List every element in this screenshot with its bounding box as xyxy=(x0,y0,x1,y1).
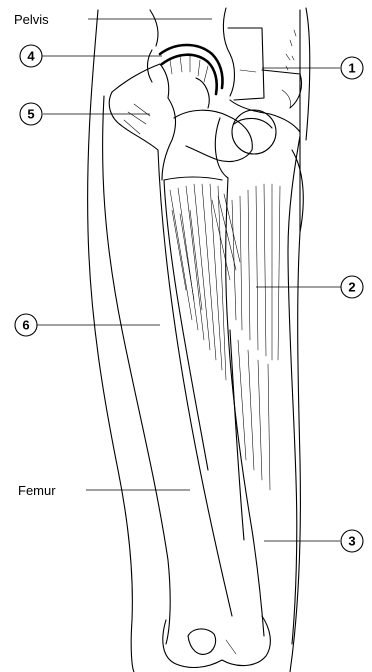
callout-1: 1 xyxy=(341,57,363,79)
thigh-outline xyxy=(88,8,310,672)
svg-text:4: 4 xyxy=(27,49,35,64)
femur-label: Femur xyxy=(18,483,56,498)
callout-5: 5 xyxy=(20,103,42,125)
hip-joint-capsule xyxy=(148,45,223,108)
femur-proximal xyxy=(109,64,276,180)
adductor-muscle xyxy=(164,177,240,470)
medial-thigh-muscle xyxy=(215,118,300,644)
pelvis-label: Pelvis xyxy=(14,12,49,27)
callout-2: 2 xyxy=(341,276,363,298)
svg-text:5: 5 xyxy=(27,107,34,122)
svg-text:2: 2 xyxy=(348,280,355,295)
callout-4: 4 xyxy=(20,45,42,67)
svg-text:1: 1 xyxy=(348,61,355,76)
callout-3: 3 xyxy=(341,530,363,552)
femur-condyles xyxy=(163,616,271,667)
svg-text:6: 6 xyxy=(22,318,29,333)
svg-text:3: 3 xyxy=(348,534,355,549)
callout-6: 6 xyxy=(15,314,37,336)
pelvis-bone xyxy=(150,8,302,232)
